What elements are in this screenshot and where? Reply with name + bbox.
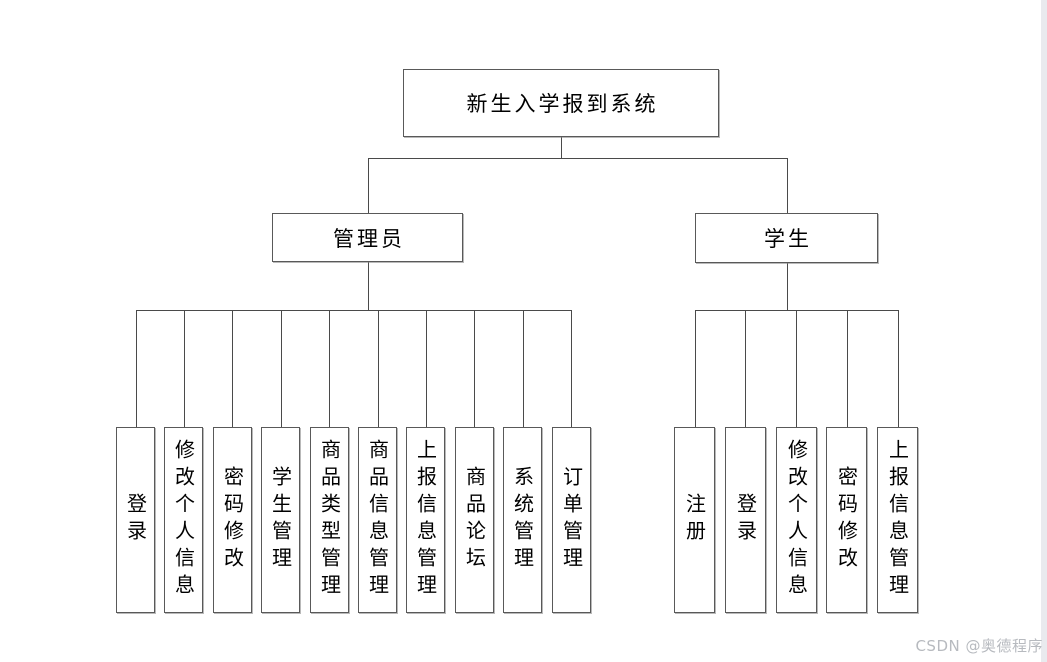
node-leaf-admin-5: 商品类型管理 <box>310 427 349 613</box>
watermark: CSDN @奥德程序 <box>915 637 1043 655</box>
connector-line <box>136 310 137 427</box>
connector-line <box>474 310 475 427</box>
connector-line <box>232 310 233 427</box>
node-leaf-label: 上报信息管理 <box>413 439 438 601</box>
node-leaf-admin-6: 商品信息管理 <box>358 427 397 613</box>
node-leaf-label: 注册 <box>682 493 707 547</box>
node-leaf-admin-10: 订单管理 <box>552 427 591 613</box>
connector-line <box>329 310 330 427</box>
node-leaf-admin-3: 密码修改 <box>213 427 252 613</box>
node-leaf-label: 登录 <box>123 493 148 547</box>
connector-line <box>368 158 787 159</box>
node-branch-admin: 管理员 <box>272 213 463 262</box>
node-leaf-label: 修改个人信息 <box>171 439 196 601</box>
connector-line <box>745 310 746 427</box>
node-root-label: 新生入学报到系统 <box>466 92 659 116</box>
node-leaf-admin-8: 商品论坛 <box>455 427 494 613</box>
node-leaf-label: 上报信息管理 <box>885 439 910 601</box>
node-root: 新生入学报到系统 <box>403 69 719 137</box>
node-leaf-label: 学生管理 <box>268 466 293 574</box>
node-branch-student-label: 学生 <box>764 227 812 251</box>
node-leaf-admin-9: 系统管理 <box>503 427 542 613</box>
node-leaf-label: 密码修改 <box>220 466 245 574</box>
node-leaf-admin-7: 上报信息管理 <box>406 427 445 613</box>
node-leaf-admin-4: 学生管理 <box>261 427 300 613</box>
node-leaf-student-3: 修改个人信息 <box>776 427 817 613</box>
connector-line <box>561 137 562 158</box>
connector-line <box>368 158 369 213</box>
connector-line <box>898 310 899 427</box>
node-leaf-student-4: 密码修改 <box>826 427 867 613</box>
connector-line <box>787 263 788 310</box>
node-leaf-label: 商品论坛 <box>462 466 487 574</box>
node-leaf-label: 商品信息管理 <box>365 439 390 601</box>
connector-line <box>184 310 185 427</box>
node-leaf-student-5: 上报信息管理 <box>877 427 918 613</box>
connector-line <box>695 310 696 427</box>
connector-line <box>523 310 524 427</box>
connector-line <box>426 310 427 427</box>
connector-line <box>847 310 848 427</box>
node-leaf-label: 商品类型管理 <box>317 439 342 601</box>
node-leaf-label: 订单管理 <box>559 466 584 574</box>
node-leaf-label: 密码修改 <box>834 466 859 574</box>
node-leaf-student-1: 注册 <box>674 427 715 613</box>
node-leaf-admin-2: 修改个人信息 <box>164 427 203 613</box>
connector-line <box>368 262 369 310</box>
connector-line <box>136 310 572 311</box>
connector-line <box>378 310 379 427</box>
node-leaf-label: 修改个人信息 <box>784 439 809 601</box>
scrollbar-track[interactable] <box>1041 0 1047 662</box>
node-branch-student: 学生 <box>695 213 878 263</box>
node-leaf-label: 登录 <box>733 493 758 547</box>
connector-line <box>281 310 282 427</box>
node-leaf-label: 系统管理 <box>510 466 535 574</box>
connector-line <box>796 310 797 427</box>
node-branch-admin-label: 管理员 <box>333 226 405 251</box>
connector-line <box>787 158 788 213</box>
node-leaf-student-2: 登录 <box>725 427 766 613</box>
node-leaf-admin-1: 登录 <box>116 427 155 613</box>
connector-line <box>571 310 572 427</box>
